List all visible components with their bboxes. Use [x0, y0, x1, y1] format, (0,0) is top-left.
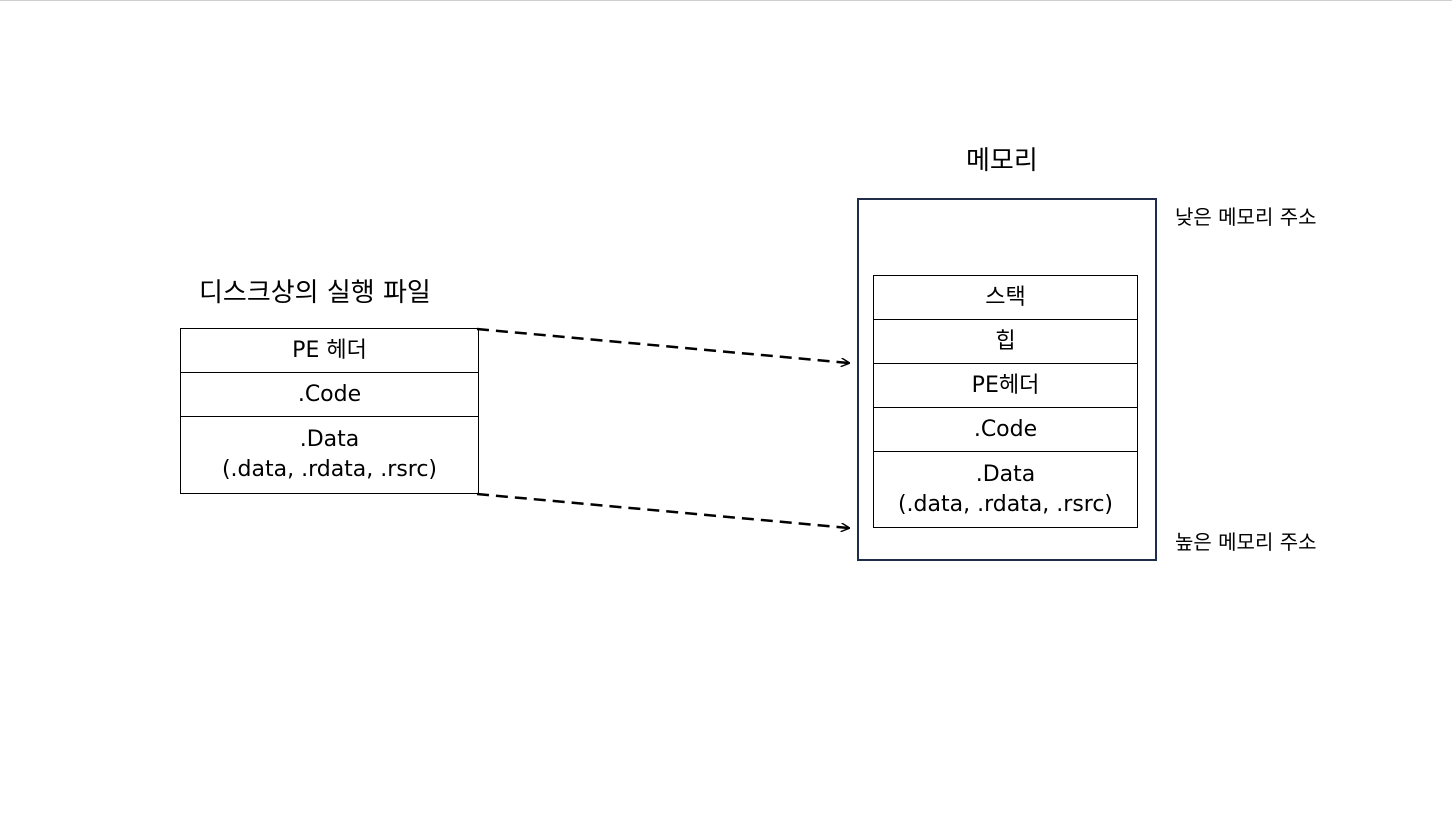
- memory-section-data: .Data (.data, .rdata, .rsrc): [874, 452, 1137, 527]
- memory-section-code-label: .Code: [973, 416, 1038, 442]
- disk-section-code-label: .Code: [297, 381, 362, 407]
- disk-section-pe-header: PE 헤더: [181, 329, 478, 373]
- top-mapping-arrow: [476, 327, 849, 363]
- memory-section-stack-label: 스택: [985, 284, 1026, 310]
- memory-section-pe-header: PE헤더: [874, 364, 1137, 408]
- low-address-label: 낮은 메모리 주소: [1175, 205, 1317, 229]
- memory-title: 메모리: [966, 146, 1038, 176]
- disk-section-pe-header-label: PE 헤더: [292, 337, 367, 363]
- memory-section-pe-header-label: PE헤더: [971, 372, 1040, 398]
- bottom-mapping-arrow: [476, 492, 849, 528]
- disk-section-data: .Data (.data, .rdata, .rsrc): [181, 417, 478, 493]
- disk-section-data-subsections: (.data, .rdata, .rsrc): [221, 457, 438, 482]
- high-address-label: 높은 메모리 주소: [1175, 530, 1317, 554]
- memory-frame: [857, 198, 1157, 561]
- memory-section-stack: 스택: [874, 276, 1137, 320]
- memory-section-heap: 힙: [874, 320, 1137, 364]
- memory-section-data-subsections: (.data, .rdata, .rsrc): [897, 491, 1114, 517]
- disk-section-code: .Code: [181, 373, 478, 417]
- disk-section-data-label: .Data: [299, 427, 360, 452]
- memory-section-data-label: .Data: [975, 461, 1036, 487]
- memory-section-heap-label: 힙: [995, 328, 1016, 354]
- top-divider: [0, 0, 1452, 1]
- disk-file-layout: PE 헤더 .Code .Data (.data, .rdata, .rsrc): [180, 328, 479, 494]
- memory-layout: 스택 힙 PE헤더 .Code .Data (.data, .rdata, .r…: [873, 275, 1138, 528]
- disk-title: 디스크상의 실행 파일: [199, 278, 431, 308]
- memory-section-code: .Code: [874, 408, 1137, 452]
